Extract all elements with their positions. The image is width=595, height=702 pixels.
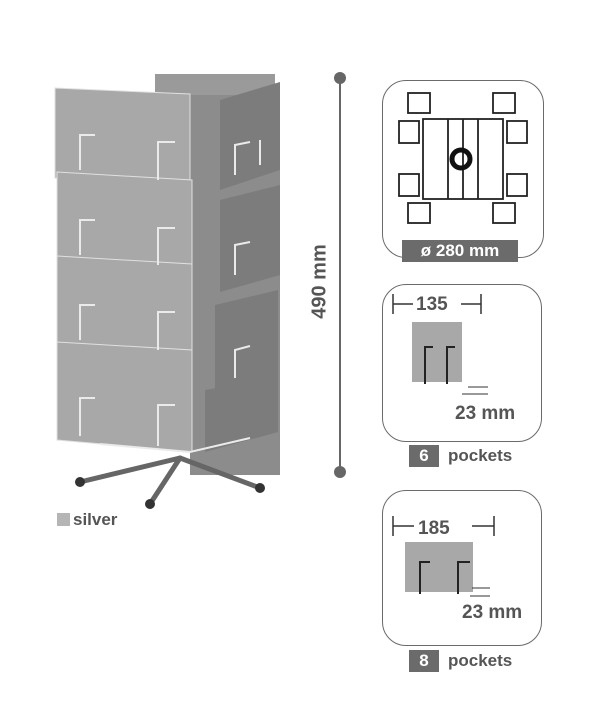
pocket-a-diagram [392, 294, 488, 395]
stand-feet [75, 477, 265, 509]
pocket-a-width: 135 [416, 294, 448, 315]
side-panel-3 [215, 290, 278, 398]
wire-holders [79, 134, 261, 454]
color-label: silver [73, 510, 118, 529]
diameter-label: ø 280 mm [402, 240, 518, 262]
pocket-b-diagram [392, 516, 495, 597]
top-view-diagram [398, 92, 528, 224]
front-pocket-3 [56, 255, 193, 357]
pocket-b-count: 8 [409, 650, 439, 672]
pocket-a-count-label: pockets [448, 446, 513, 465]
pocket-b-count-label: pockets [448, 651, 513, 670]
pocket-b-shape [405, 542, 473, 592]
side-panel-4 [205, 378, 278, 452]
pocket-a-count: 6 [409, 445, 439, 467]
stand-base-legs [77, 455, 263, 507]
height-label: 490 mm [308, 244, 331, 319]
center-pole-icon [449, 147, 473, 171]
pocket-b-depth: 23 mm [462, 602, 523, 623]
pocket-b-width: 185 [418, 518, 450, 539]
front-pocket-4 [56, 341, 193, 453]
silver-swatch [57, 513, 70, 526]
brochure-stand-illustration [54, 74, 280, 509]
pocket-a-shape [412, 322, 462, 382]
height-dimension-line [334, 72, 346, 478]
side-panel-2 [220, 185, 280, 292]
pocket-a-depth: 23 mm [455, 403, 516, 424]
